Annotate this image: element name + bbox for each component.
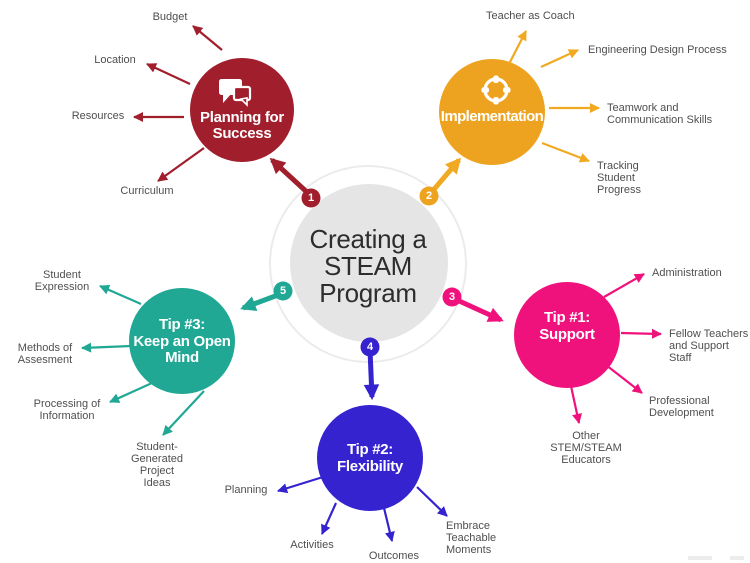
spoke-line-teacher-as-coach [508, 30, 527, 65]
spokes-implementation [508, 30, 601, 163]
spokes-tip-2-flexibility [277, 475, 448, 542]
spoke-line-student-generated-ideas [162, 390, 205, 436]
main-arrow-3 [455, 297, 504, 323]
spoke-label-processing-information: Processing of Information [33, 398, 101, 422]
node-title-tip-3-open-mind: Tip #3: Keep an Open Mind [133, 316, 231, 366]
spoke-label-methods-assesment: Methods of Assesment [17, 342, 73, 366]
node-circle-tip-3-open-mind [129, 288, 235, 394]
badge-number-2: 2 [425, 190, 433, 202]
spoke-label-teacher-as-coach: Teacher as Coach [486, 10, 575, 22]
spoke-label-tracking-progress: Tracking Student Progress [597, 160, 642, 196]
spoke-line-processing-information [109, 381, 153, 404]
spoke-line-embrace-moments [416, 486, 448, 517]
spoke-label-outcomes: Outcomes [368, 550, 420, 562]
spoke-label-planning: Planning [224, 484, 268, 496]
spokes-tip-1-support [569, 273, 663, 424]
diagram-title: Creating a STEAM Program [309, 224, 427, 308]
node-circle-implementation [439, 59, 545, 165]
spoke-label-student-generated-ideas: Student- Generated Project Ideas [131, 441, 183, 489]
spoke-line-other-educators [569, 385, 583, 424]
badge-number-4: 4 [366, 341, 374, 353]
badge-number-3: 3 [448, 291, 456, 303]
spoke-line-student-expression [99, 284, 142, 306]
badge-circle-2 [419, 186, 439, 206]
spoke-line-planning [277, 475, 324, 494]
spoke-label-fellow-teachers: Fellow Teachers and Support Staff [669, 328, 749, 364]
node-title-planning-for-success: Planning for Success [200, 109, 284, 142]
spoke-label-student-expression: Student Expression [34, 269, 90, 293]
node-circle-tip-2-flexibility [317, 405, 423, 511]
spoke-label-engineering-design-process: Engineering Design Process [588, 44, 727, 56]
spoke-line-location [146, 63, 191, 85]
main-arrow-2 [428, 157, 462, 196]
spoke-label-other-educators: Other STEM/STEAM Educators [550, 430, 622, 466]
spoke-label-activities: Activities [290, 539, 334, 551]
badge-circle-5 [273, 281, 293, 301]
node-circle-tip-1-support [514, 282, 620, 388]
center-hub-circle [290, 184, 448, 342]
watermark-fragment [730, 556, 744, 560]
badge-number-5: 5 [279, 285, 287, 297]
spoke-line-tracking-progress [541, 141, 590, 163]
badge-number-1: 1 [307, 192, 315, 204]
spoke-line-engineering-design-process [540, 49, 579, 68]
spoke-line-methods-assesment [80, 342, 132, 353]
badge-circle-1 [301, 188, 321, 208]
main-arrow-1 [269, 157, 311, 196]
chat-bubbles-icon [219, 79, 252, 107]
spoke-line-professional-development [605, 364, 643, 394]
spoke-label-location: Location [94, 54, 136, 66]
spoke-label-embrace-moments: Embrace Teachable Moments [446, 520, 497, 556]
node-title-tip-2-flexibility: Tip #2: Flexibility [337, 441, 403, 475]
spoke-label-resources: Resources [71, 110, 125, 122]
target-icon [481, 75, 511, 105]
spoke-line-fellow-teachers [620, 328, 663, 339]
badge-circle-3 [442, 287, 462, 307]
spoke-line-activities [320, 502, 338, 535]
watermark-fragment [688, 556, 712, 560]
center-ring [269, 165, 467, 363]
node-circle-planning-for-success [190, 58, 294, 162]
node-title-implementation: Implementation [440, 108, 544, 125]
spoke-label-budget: Budget [152, 11, 188, 23]
spoke-label-professional-development: Professional Development [649, 395, 714, 419]
spoke-label-teamwork: Teamwork and Communication Skills [607, 102, 713, 126]
badge-circle-4 [360, 337, 380, 357]
main-arrow-4 [363, 349, 380, 401]
spoke-line-outcomes [382, 507, 395, 542]
spokes-tip-3-open-mind [80, 284, 205, 436]
spoke-label-administration: Administration [652, 267, 722, 279]
spoke-line-budget [192, 25, 223, 51]
spokes-planning-for-success [132, 25, 223, 182]
node-title-tip-1-support: Tip #1: Support [539, 309, 595, 343]
spoke-label-curriculum: Curriculum [120, 185, 174, 197]
spoke-line-curriculum [157, 147, 205, 182]
main-arrow-5 [240, 292, 279, 311]
spoke-line-administration [603, 273, 645, 298]
